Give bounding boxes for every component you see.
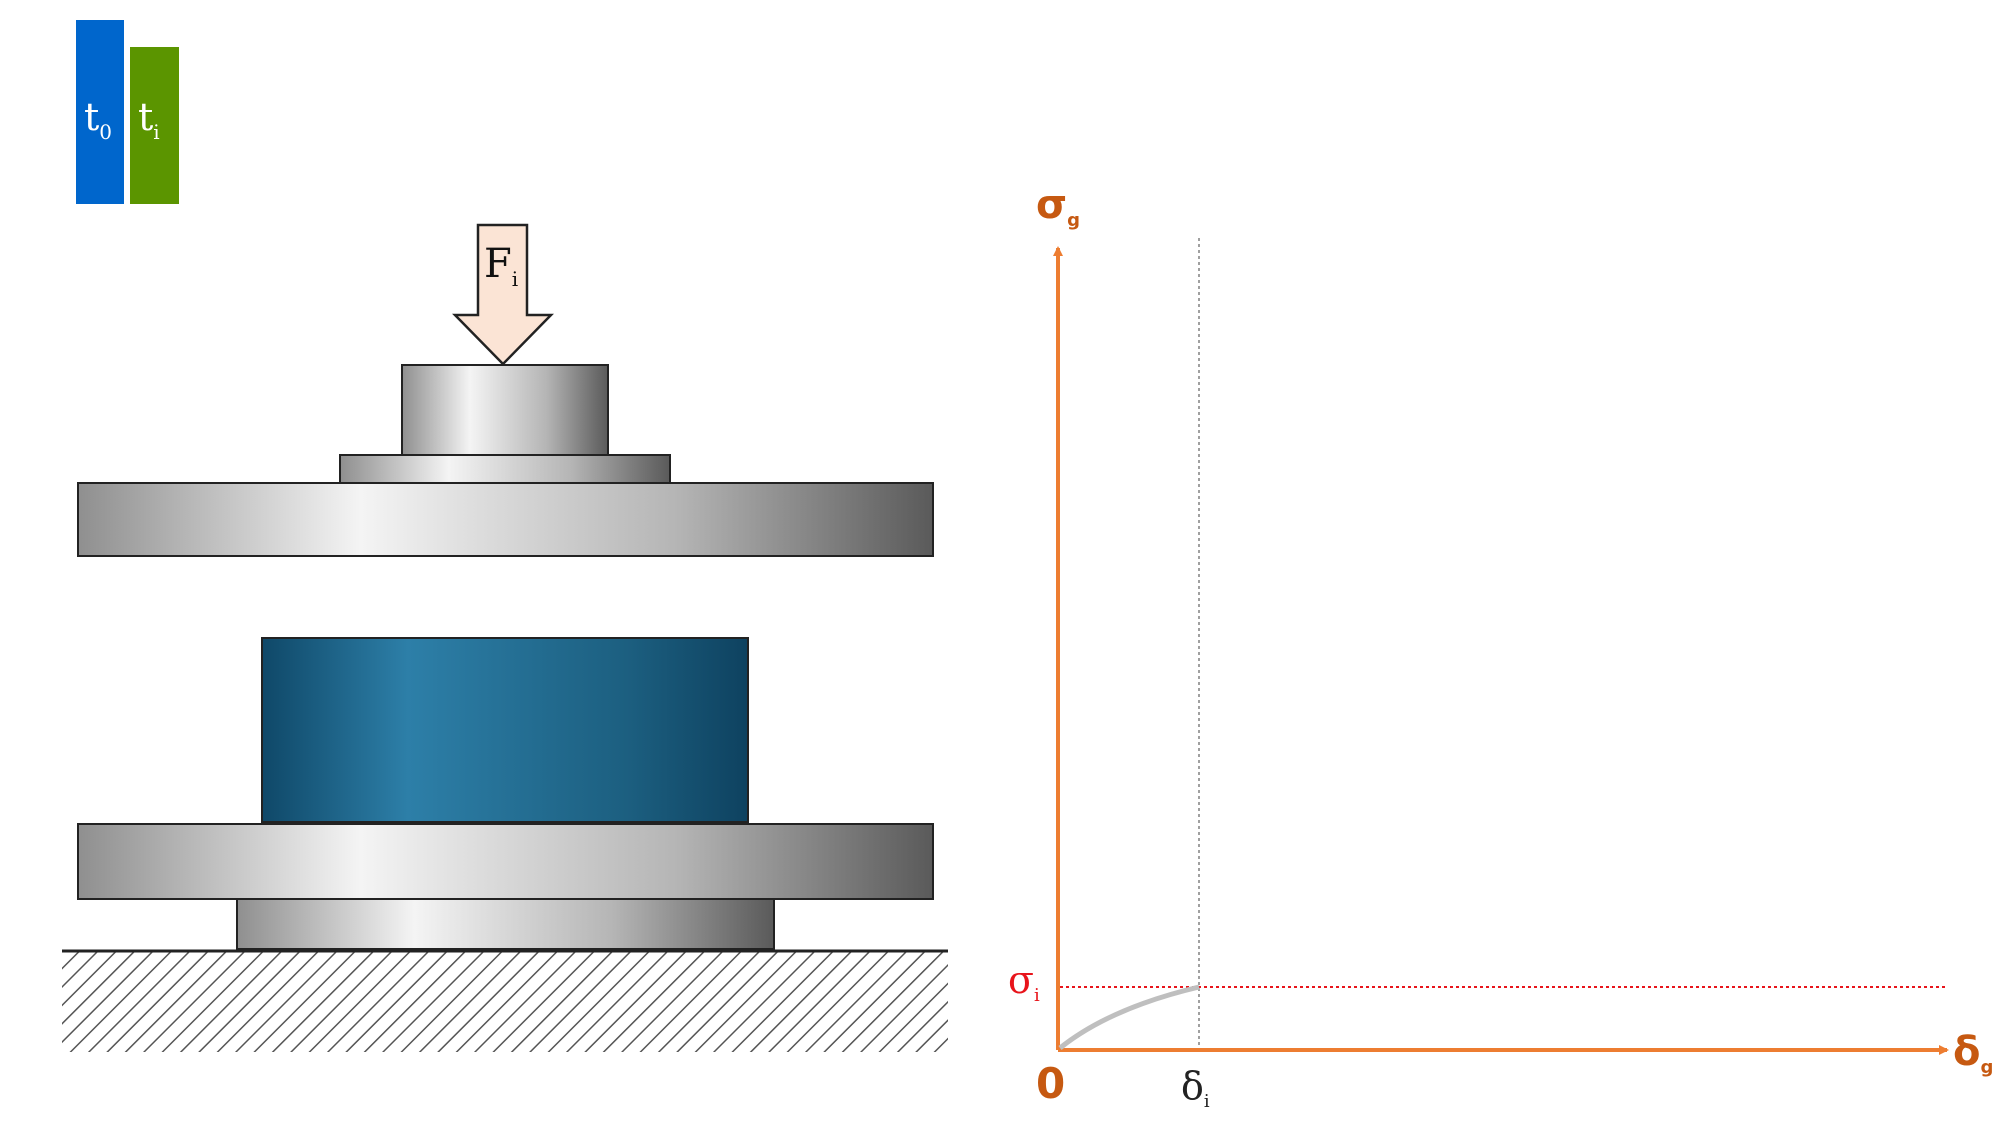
upper-collar [339, 454, 671, 484]
time-legend: t0 ti [76, 20, 179, 204]
ti-label: ti [138, 95, 160, 144]
x-axis-label: δg [1953, 1029, 1993, 1078]
stress-strain-graph: σg δg 0 σi δi [1008, 182, 1993, 1112]
upper-platen [77, 482, 934, 557]
lower-platen [77, 823, 934, 900]
force-arrow-icon [452, 223, 554, 366]
origin-label: 0 [1036, 1059, 1065, 1108]
ground [62, 949, 948, 1052]
ti-bar [130, 47, 179, 204]
specimen [261, 637, 749, 823]
ground-hatch [62, 951, 948, 1052]
lower-press [77, 823, 934, 950]
stress-curve [1058, 984, 1200, 1050]
delta-i-label: δi [1181, 1064, 1210, 1112]
y-axis-label: σg [1036, 182, 1080, 231]
upper-punch [401, 364, 609, 456]
force-arrow: Fi [452, 223, 554, 366]
upper-press [77, 364, 934, 557]
sigma-i-label: σi [1008, 958, 1040, 1006]
force-label: Fi [484, 241, 518, 291]
t0-label: t0 [84, 95, 112, 144]
lower-base [236, 898, 775, 950]
t0-bar [76, 20, 124, 204]
